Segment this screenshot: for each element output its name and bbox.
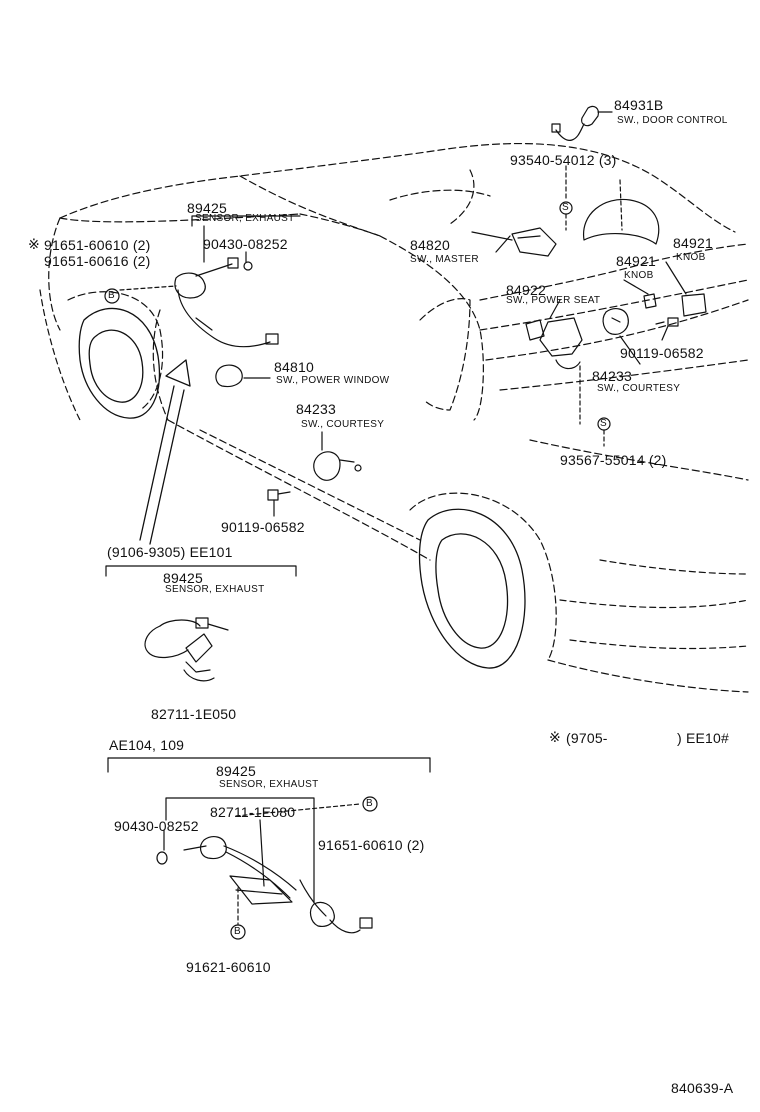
- desc-sensor-lower: SENSOR, EXHAUST: [219, 779, 319, 790]
- power-seat-switch: [525, 317, 583, 370]
- exhaust-sensor-lower: [156, 836, 373, 934]
- marker-b-lower-bottom: B: [234, 926, 241, 937]
- marker-s-bottom: S: [600, 418, 607, 429]
- courtesy-switch-left: [313, 431, 362, 481]
- part-no-84922: 84922: [506, 282, 546, 298]
- bolt-right: [655, 317, 679, 327]
- part-no-84921-a: 84921: [616, 253, 656, 269]
- part-no-91651-60616: 91651-60616 (2): [44, 253, 151, 269]
- part-no-82711-1e080: 82711-1E080: [210, 804, 296, 820]
- door-control-switch: [551, 105, 613, 141]
- desc-door-control: SW., DOOR CONTROL: [617, 115, 728, 126]
- desc-courtesy-right: SW., COURTESY: [597, 383, 681, 394]
- desc-master-switch: SW., MASTER: [410, 254, 479, 265]
- car-outline: [48, 142, 749, 693]
- leaders-right: [495, 235, 687, 365]
- body-details: [39, 289, 749, 650]
- desc-courtesy-left: SW., COURTESY: [301, 419, 385, 430]
- marker-b-left: B: [108, 290, 115, 301]
- seat-headrest: [583, 179, 660, 245]
- part-no-91651-60610-lower: 91651-60610 (2): [318, 837, 425, 853]
- variant-9705: (9705-: [566, 730, 608, 746]
- exhaust-sensor-upper: [174, 257, 279, 348]
- part-no-90119-right: 90119-06582: [620, 345, 704, 361]
- bolt-b-lower-right: [362, 796, 378, 812]
- variant-ee10: ) EE10#: [677, 730, 729, 746]
- knob-small: [643, 293, 657, 309]
- part-no-84810: 84810: [274, 359, 314, 375]
- part-no-91651-60610-upper: 91651-60610 (2): [44, 237, 151, 253]
- part-no-90430-lower: 90430-08252: [114, 818, 199, 834]
- variant-ee101: (9106-9305) EE101: [107, 544, 233, 560]
- desc-sensor-mid: SENSOR, EXHAUST: [165, 584, 265, 595]
- part-no-84931b: 84931B: [614, 97, 664, 113]
- desc-knob-a: KNOB: [624, 270, 654, 281]
- note-mark-right: ※: [549, 730, 561, 746]
- courtesy-switch-right: [602, 308, 629, 335]
- part-no-84233-right: 84233: [592, 368, 632, 384]
- desc-knob-b: KNOB: [676, 252, 706, 263]
- exhaust-sensor-mid: [144, 617, 229, 682]
- part-no-82711-1e050: 82711-1E050: [151, 706, 237, 722]
- label-brackets-upper: [119, 215, 301, 291]
- power-window-switch: [215, 364, 271, 388]
- knob-large: [681, 293, 707, 317]
- arrow-to-car: [139, 359, 191, 545]
- part-no-84921-b: 84921: [673, 235, 713, 251]
- desc-sensor-upper: SENSOR, EXHAUST: [195, 213, 295, 224]
- part-no-91621: 91621-60610: [186, 959, 271, 975]
- part-no-93540: 93540-54012 (3): [510, 152, 617, 168]
- part-no-84233-left: 84233: [296, 401, 336, 417]
- part-no-89425-lower: 89425: [216, 763, 256, 779]
- part-no-89425-upper: 89425: [187, 200, 227, 216]
- variant-bracket-ee101: [105, 565, 297, 577]
- bolt-left: [267, 489, 291, 517]
- bolt-b-left: [104, 288, 120, 304]
- part-no-89425-mid: 89425: [163, 570, 203, 586]
- part-no-84820: 84820: [410, 237, 450, 253]
- marker-b-lower-right: B: [366, 798, 373, 809]
- part-no-93567: 93567-55014 (2): [560, 452, 667, 468]
- note-mark: ※: [28, 237, 40, 253]
- illustration-code: 840639-A: [671, 1080, 734, 1096]
- desc-power-window: SW., POWER WINDOW: [276, 375, 390, 386]
- wheels: [78, 307, 526, 669]
- bolt-b-lower-bottom: [230, 924, 246, 940]
- desc-power-seat: SW., POWER SEAT: [506, 295, 601, 306]
- variant-ae104: AE104, 109: [109, 737, 185, 753]
- marker-s-top: S: [562, 202, 569, 213]
- part-no-90119-left: 90119-06582: [221, 519, 305, 535]
- part-no-90430-upper: 90430-08252: [203, 236, 288, 252]
- master-switch: [471, 227, 557, 257]
